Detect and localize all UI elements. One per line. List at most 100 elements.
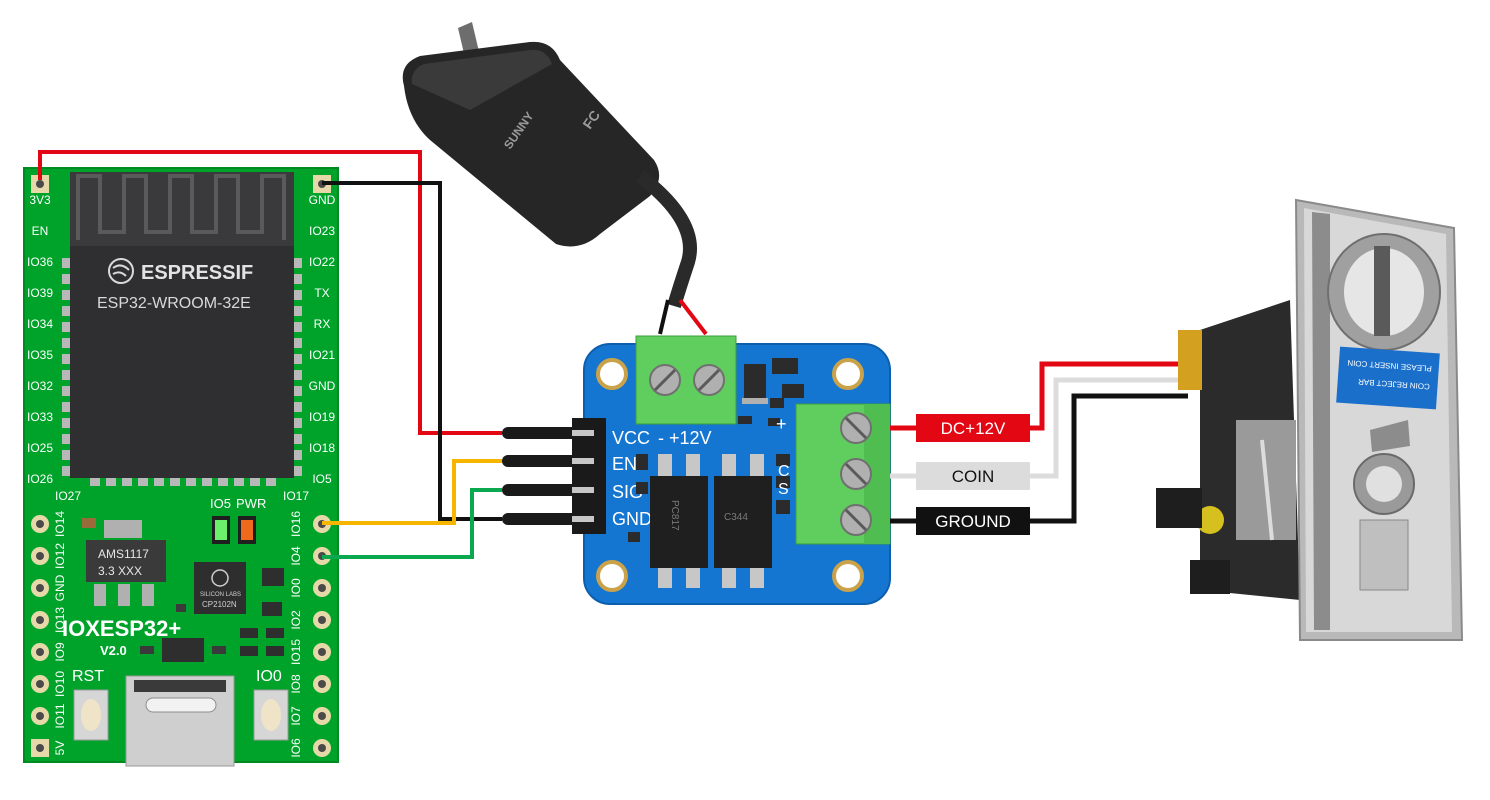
module-pad: [234, 478, 244, 486]
pin-hole: [313, 675, 331, 693]
pin-hole: [31, 515, 49, 533]
pin-label: IO8: [289, 674, 303, 694]
pin-label: IO10: [53, 671, 67, 697]
regulator-line2: 3.3 XXX: [98, 564, 142, 578]
pin-label: IO6: [289, 738, 303, 758]
wire-io16-yellow: [322, 459, 502, 525]
supply-label: - +12V: [658, 428, 712, 448]
led-pwr-label: PWR: [236, 496, 266, 511]
module-pad: [106, 478, 116, 486]
label-dc12v: DC+12V: [941, 419, 1006, 438]
pin-hole: [31, 675, 49, 693]
coin-module: VCC EN SIG GND - +12V PC817 C344 + C: [502, 335, 891, 605]
module-pad: [170, 478, 180, 486]
pin-label: IO7: [289, 706, 303, 726]
esp32-board: ESPRESSIF ESP32-WROOM-32E 3V3ENIO36IO39I…: [23, 167, 339, 767]
coin-terminal-block: [795, 403, 891, 545]
module-name: ESP32-WROOM-32E: [97, 295, 251, 312]
pin-label: GND: [309, 379, 336, 393]
io0-label: IO0: [256, 668, 282, 685]
label-ground-box: [916, 507, 1030, 535]
module-pad: [62, 258, 70, 268]
pin-hole: [313, 611, 331, 629]
optocoupler-2-label: C344: [724, 512, 748, 523]
pin-label: IO39: [27, 286, 53, 300]
pin-label: IO22: [309, 255, 335, 269]
module-pad: [294, 418, 302, 428]
module-pad: [62, 306, 70, 316]
module-pad: [62, 402, 70, 412]
module-pad: [62, 338, 70, 348]
pin-label: 5V: [53, 741, 67, 756]
module-pad: [90, 478, 100, 486]
module-pad: [294, 290, 302, 300]
rst-button[interactable]: [73, 689, 109, 741]
usb-chip-name: CP2102N: [202, 600, 237, 609]
pin-label: IO25: [27, 441, 53, 455]
coin-acceptor-label: PLEASE INSERT COIN COIN REJECT BAR: [1336, 346, 1440, 410]
module-pad: [266, 478, 276, 486]
module-pad: [62, 418, 70, 428]
header-label-vcc: VCC: [612, 428, 650, 448]
pin-hole: [31, 611, 49, 629]
module-pad: [294, 386, 302, 396]
espressif-logo-icon: [108, 258, 134, 284]
wires: [38, 150, 502, 559]
usb-c-connector: [125, 675, 235, 767]
pin-hole: [313, 579, 331, 597]
pin-label: IO23: [309, 224, 335, 238]
module-pad: [62, 370, 70, 380]
pin-hole: [31, 579, 49, 597]
pin-label: IO26: [27, 472, 53, 486]
label-ground: GROUND: [935, 512, 1011, 531]
pin-label: TX: [314, 286, 329, 300]
wire-3v3-red: [38, 150, 502, 435]
module-pad: [294, 402, 302, 412]
module-pad: [294, 434, 302, 444]
pin-label: GND: [53, 574, 67, 601]
wire-labels: DC+12V COIN GROUND: [916, 414, 1030, 535]
module-pad: [62, 450, 70, 460]
pin-label: IO21: [309, 348, 335, 362]
io0-button[interactable]: [253, 689, 289, 741]
pin-label: IO14: [53, 511, 67, 537]
pin-hole: [31, 707, 49, 725]
pin-label: IO0: [289, 578, 303, 598]
pin-labels: 3V3ENIO36IO39IO34IO35IO32IO33IO25IO26GND…: [27, 193, 336, 758]
espressif-brand: ESPRESSIF: [141, 262, 253, 284]
module-pad: [294, 274, 302, 284]
pin-headers: [31, 175, 331, 757]
module-pad: [294, 258, 302, 268]
module-pad: [294, 306, 302, 316]
optocoupler-1-label: PC817: [669, 500, 680, 531]
antenna-trace: [76, 174, 286, 240]
pin-hole: [31, 547, 49, 565]
module-pad: [154, 478, 164, 486]
pin-label: IO9: [53, 642, 67, 662]
pin-label: IO36: [27, 255, 53, 269]
module-pad: [62, 322, 70, 332]
pin-hole: [313, 739, 331, 757]
module-pad: [294, 450, 302, 460]
module-pad: [62, 290, 70, 300]
coin-acceptor: PLEASE INSERT COIN COIN REJECT BAR: [1156, 198, 1464, 641]
module-pad: [294, 322, 302, 332]
terminal-mark-s: S: [778, 481, 789, 498]
voltage-regulator: [86, 540, 166, 582]
pin-label: RX: [314, 317, 331, 331]
module-pad: [62, 434, 70, 444]
pin-hole: [313, 643, 331, 661]
pin-label: IO18: [309, 441, 335, 455]
module-pad: [62, 274, 70, 284]
label-coin-box: [916, 462, 1030, 490]
terminal-mark-c: C: [778, 463, 790, 480]
module-pad: [294, 370, 302, 380]
pin-label: IO15: [289, 639, 303, 665]
module-pad: [294, 354, 302, 364]
module-pad: [250, 478, 260, 486]
optocoupler-1: PC817: [650, 454, 708, 588]
pin-label: IO4: [289, 546, 303, 566]
board-name: IOXESP32+: [62, 616, 181, 641]
pin-label: 3V3: [29, 193, 51, 207]
rst-label: RST: [72, 668, 104, 685]
